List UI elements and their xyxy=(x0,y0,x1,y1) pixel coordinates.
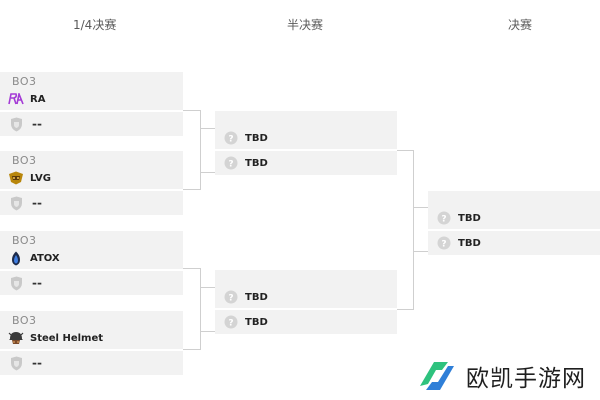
team-row[interactable]: -- xyxy=(0,273,183,293)
question-mark-icon: ? xyxy=(436,210,452,226)
connector-line xyxy=(183,189,201,190)
match-format: BO3 xyxy=(12,75,37,88)
team-name: TBD xyxy=(245,291,268,303)
team-row[interactable]: -- xyxy=(0,193,183,213)
connector-line xyxy=(397,309,414,310)
svg-text:?: ? xyxy=(228,319,233,329)
connector-line xyxy=(200,110,201,190)
team-row[interactable]: -- xyxy=(0,353,183,373)
svg-text:?: ? xyxy=(228,135,233,145)
team-row[interactable]: ? TBD xyxy=(428,208,600,228)
team-name: TBD xyxy=(245,132,268,144)
team-row[interactable]: ATOX xyxy=(0,248,183,268)
header-final: 决赛 xyxy=(508,18,533,32)
question-mark-icon: ? xyxy=(223,314,239,330)
team-name: ATOX xyxy=(30,252,60,264)
team-name: TBD xyxy=(458,212,481,224)
steel-helmet-logo-icon xyxy=(8,330,24,346)
row-divider xyxy=(0,189,183,191)
semifinal-match-1[interactable]: ? TBD ? TBD xyxy=(215,111,397,175)
team-row[interactable]: ? TBD xyxy=(215,312,397,332)
team-name: TBD xyxy=(458,237,481,249)
question-mark-icon: ? xyxy=(223,130,239,146)
row-divider xyxy=(428,229,600,231)
question-mark-icon: ? xyxy=(223,155,239,171)
atox-logo-icon xyxy=(8,250,24,266)
watermark-text: 欧凯手游网 xyxy=(466,366,586,392)
team-name: -- xyxy=(32,196,42,210)
team-row[interactable]: LVG xyxy=(0,168,183,188)
team-name: Steel Helmet xyxy=(30,332,104,344)
team-name: LVG xyxy=(30,172,51,184)
row-divider xyxy=(0,269,183,271)
quarterfinal-match-2[interactable]: BO3 LVG -- xyxy=(0,151,183,215)
connector-line xyxy=(413,207,428,208)
connector-line xyxy=(200,128,215,129)
team-row[interactable]: Steel Helmet xyxy=(0,328,183,348)
row-divider xyxy=(0,349,183,351)
header-semifinal: 半决赛 xyxy=(287,18,324,32)
svg-text:?: ? xyxy=(228,160,233,170)
connector-line xyxy=(397,150,414,151)
team-name: -- xyxy=(32,117,42,131)
connector-line xyxy=(200,268,201,350)
connector-line xyxy=(200,172,215,173)
ra-logo-icon xyxy=(8,91,24,107)
match-format: BO3 xyxy=(12,314,37,327)
team-row[interactable]: ? TBD xyxy=(428,233,600,253)
team-name: TBD xyxy=(245,316,268,328)
connector-line xyxy=(413,150,414,310)
connector-line xyxy=(183,349,201,350)
match-format: BO3 xyxy=(12,154,37,167)
svg-text:?: ? xyxy=(441,215,446,225)
quarterfinal-match-4[interactable]: BO3 Steel Helmet -- xyxy=(0,311,183,375)
team-row[interactable]: ? TBD xyxy=(215,287,397,307)
match-format: BO3 xyxy=(12,234,37,247)
team-name: -- xyxy=(32,356,42,370)
watermark: 欧凯手游网 xyxy=(398,352,600,400)
shield-placeholder-icon xyxy=(8,195,24,211)
shield-placeholder-icon xyxy=(8,355,24,371)
shield-placeholder-icon xyxy=(8,116,24,132)
team-row[interactable]: ? TBD xyxy=(215,128,397,148)
connector-line xyxy=(200,287,215,288)
quarterfinal-match-1[interactable]: BO3 RA -- xyxy=(0,72,183,136)
svg-text:?: ? xyxy=(441,240,446,250)
shield-placeholder-icon xyxy=(8,275,24,291)
row-divider xyxy=(0,110,183,112)
quarterfinal-match-3[interactable]: BO3 ATOX -- xyxy=(0,231,183,295)
team-row[interactable]: ? TBD xyxy=(215,153,397,173)
team-name: -- xyxy=(32,276,42,290)
row-divider xyxy=(215,149,397,151)
semifinal-match-2[interactable]: ? TBD ? TBD xyxy=(215,270,397,334)
connector-line xyxy=(183,110,201,111)
question-mark-icon: ? xyxy=(223,289,239,305)
question-mark-icon: ? xyxy=(436,235,452,251)
svg-text:?: ? xyxy=(228,294,233,304)
team-name: RA xyxy=(30,93,46,105)
team-name: TBD xyxy=(245,157,268,169)
row-divider xyxy=(215,308,397,310)
connector-line xyxy=(183,268,201,269)
final-match[interactable]: ? TBD ? TBD xyxy=(428,191,600,255)
team-row[interactable]: -- xyxy=(0,114,183,134)
team-row[interactable]: RA xyxy=(0,89,183,109)
connector-line xyxy=(413,251,428,252)
header-quarterfinal: 1/4决赛 xyxy=(73,18,117,32)
brand-logo-icon xyxy=(414,356,460,396)
lvg-logo-icon xyxy=(8,170,24,186)
connector-line xyxy=(200,331,215,332)
